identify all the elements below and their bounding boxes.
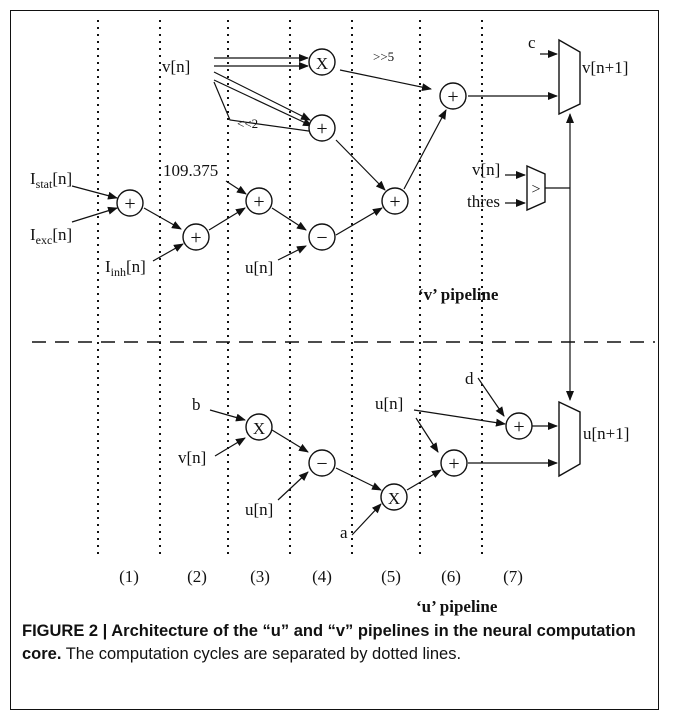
- u-n-label-v: u[n]: [245, 258, 273, 277]
- adder-u6-symbol: +: [448, 453, 459, 475]
- comparator-symbol: >: [531, 181, 540, 198]
- adder-u7-symbol: +: [513, 416, 524, 438]
- const-109-label: 109.375: [163, 161, 218, 180]
- v-mux: [558, 38, 581, 116]
- multiplier-a-symbol: X: [388, 489, 400, 508]
- adder-5-symbol: +: [447, 86, 458, 108]
- adder-4-symbol: +: [389, 191, 400, 213]
- cycle-label: (5): [381, 567, 401, 586]
- adder-2-symbol: +: [190, 227, 201, 249]
- wire: [335, 207, 383, 236]
- c-label: c: [528, 33, 536, 52]
- v-n-label-u: v[n]: [178, 448, 206, 467]
- multiplier-v: [308, 48, 336, 76]
- caption-text: The computation cycles are separated by …: [61, 645, 462, 663]
- adder-u7: [505, 412, 533, 440]
- adder-shift-symbol: +: [316, 118, 327, 140]
- subtractor-u: [308, 449, 336, 477]
- caption-title: FIGURE 2 | Architecture of the “u” and “…: [22, 622, 636, 663]
- wire: [339, 69, 432, 92]
- a-label: a: [340, 523, 348, 542]
- u-next-label: u[n+1]: [583, 424, 629, 443]
- wire: [277, 245, 307, 261]
- multiplier-b-symbol: X: [253, 419, 265, 438]
- v-next-label: v[n+1]: [582, 58, 628, 77]
- cycle-label: (7): [503, 567, 523, 586]
- adder-3: [245, 187, 273, 215]
- wire: [351, 503, 382, 536]
- adder-2: [182, 223, 210, 251]
- wire: [413, 409, 506, 427]
- u-pipeline-label: ‘u’ pipeline: [416, 597, 498, 616]
- wire: [214, 437, 246, 457]
- shift-right-label: >>5: [373, 49, 394, 64]
- subtractor-u-symbol: −: [316, 453, 327, 475]
- multiplier-v-symbol: X: [316, 54, 328, 73]
- subtractor-v-symbol: −: [316, 227, 327, 249]
- thres-label: thres: [467, 192, 500, 211]
- i-stat-label: Istat[n]: [30, 169, 72, 191]
- subtractor-v: [308, 223, 336, 251]
- wire: [213, 79, 313, 127]
- i-exc-label: Iexc[n]: [30, 225, 72, 247]
- u-mux: [558, 400, 581, 478]
- wire: [225, 180, 247, 195]
- adder-1-symbol: +: [124, 193, 135, 215]
- wire: [271, 207, 307, 231]
- cycle-label: (3): [250, 567, 270, 586]
- i-inh-label: Iinh[n]: [105, 257, 146, 279]
- wire: [271, 429, 309, 453]
- adder-3-symbol: +: [253, 191, 264, 213]
- multiplier-b: [245, 413, 273, 441]
- wire: [71, 206, 118, 223]
- wire: [403, 109, 447, 190]
- u-n-label-u6: u[n]: [375, 394, 403, 413]
- adder-u6: [440, 449, 468, 477]
- wire: [277, 471, 309, 501]
- wire: [209, 409, 246, 422]
- cycle-label: (2): [187, 567, 207, 586]
- adder-4: [381, 187, 409, 215]
- wire: [71, 185, 118, 200]
- shift-left-label: <<2: [237, 116, 258, 131]
- adder-5: [439, 82, 467, 110]
- figure-caption: FIGURE 2 | Architecture of the “u” and “…: [22, 620, 652, 666]
- wire: [213, 71, 311, 121]
- wire: [143, 207, 182, 230]
- wire: [415, 417, 439, 453]
- cycle-label: (1): [119, 567, 139, 586]
- cycle-separators: [97, 20, 483, 555]
- wire: [213, 81, 331, 137]
- wire: [335, 139, 386, 191]
- adder-shift: [308, 114, 336, 142]
- wire: [406, 469, 442, 491]
- u-operators: [245, 412, 533, 511]
- u-n-label-u4: u[n]: [245, 500, 273, 519]
- comparator: [526, 164, 546, 212]
- cycle-label: (6): [441, 567, 461, 586]
- wire: [335, 467, 382, 491]
- multiplier-a: [380, 483, 408, 511]
- b-label: b: [192, 395, 201, 414]
- wire: [477, 377, 505, 417]
- d-label: d: [465, 369, 474, 388]
- v-operators: [116, 48, 467, 251]
- adder-1: [116, 189, 144, 217]
- cycle-label: (4): [312, 567, 332, 586]
- v-n-label-cmp: v[n]: [472, 160, 500, 179]
- v-pipeline-label: ‘v’ pipeline: [418, 285, 499, 304]
- v-n-label-top: v[n]: [162, 57, 190, 76]
- wire: [152, 243, 184, 262]
- wire: [208, 207, 246, 231]
